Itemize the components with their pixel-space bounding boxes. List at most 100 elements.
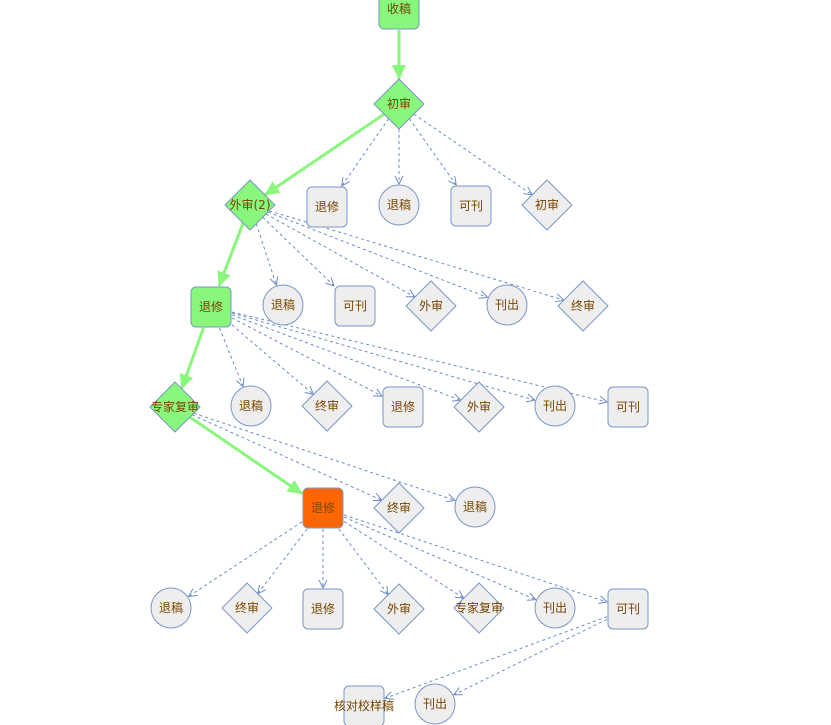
node-circle-normal[interactable]: 退稿 — [454, 486, 496, 528]
node-shape — [382, 386, 424, 428]
node-label: 可刊 — [343, 299, 367, 313]
node-rect-normal[interactable]: 核对校样稿 — [334, 685, 394, 725]
node-label: 专家复审 — [455, 600, 503, 615]
node-shape — [450, 185, 492, 227]
node-circle-normal[interactable]: 刊出 — [534, 385, 576, 427]
node-diamond-normal[interactable]: 终审 — [373, 482, 425, 534]
edge-n1-n5 — [408, 118, 456, 185]
node-shape — [405, 280, 457, 332]
node-shape — [302, 588, 344, 630]
edge-n7-n13 — [179, 327, 205, 390]
node-diamond-normal[interactable]: 终审 — [221, 582, 273, 634]
node-diamond-normal[interactable]: 终审 — [301, 380, 353, 432]
edge-n2-n7 — [217, 222, 245, 287]
node-circle-normal[interactable]: 刊出 — [414, 683, 456, 725]
node-rect-current[interactable]: 退修 — [302, 487, 344, 529]
node-label: 刊出 — [543, 601, 567, 615]
node-circle-normal[interactable]: 退稿 — [150, 587, 192, 629]
node-rect-normal[interactable]: 退修 — [382, 386, 424, 428]
node-rect-normal[interactable]: 退修 — [306, 186, 348, 228]
node-rect-normal[interactable]: 退修 — [302, 588, 344, 630]
edge-n7-n17 — [231, 314, 461, 400]
node-label: 退修 — [311, 500, 335, 515]
node-rect-normal[interactable]: 可刊 — [450, 185, 492, 227]
node-shape — [306, 186, 348, 228]
node-diamond-normal[interactable]: 专家复审 — [453, 582, 505, 634]
node-shape — [221, 582, 273, 634]
node-label: 可刊 — [459, 199, 483, 213]
node-circle-normal[interactable]: 退稿 — [378, 184, 420, 226]
node-shape — [373, 482, 425, 534]
node-shape — [557, 280, 609, 332]
node-rect-normal[interactable]: 可刊 — [607, 386, 649, 428]
node-diamond-normal[interactable]: 外审 — [405, 280, 457, 332]
node-label: 可刊 — [616, 602, 640, 616]
node-circle-normal[interactable]: 退稿 — [262, 284, 304, 326]
node-diamond-visited[interactable]: 初审 — [373, 78, 425, 130]
node-label: 专家复审 — [151, 399, 199, 414]
node-rect-visited[interactable]: 收稿 — [378, 0, 420, 30]
node-shape — [453, 381, 505, 433]
edge-n13-n20 — [189, 415, 303, 495]
node-circle-normal[interactable]: 刊出 — [534, 587, 576, 629]
node-shape — [453, 582, 505, 634]
edge-n1-n6 — [413, 113, 532, 195]
node-diamond-visited[interactable]: 专家复审 — [149, 381, 201, 433]
edges-layer — [179, 30, 608, 699]
node-label: 外审 — [419, 298, 443, 313]
node-rect-normal[interactable]: 可刊 — [607, 588, 649, 630]
node-shape — [373, 78, 425, 130]
node-label: 收稿 — [387, 1, 411, 16]
node-diamond-normal[interactable]: 外审 — [453, 381, 505, 433]
node-shape — [343, 685, 385, 725]
node-label: 外审(2) — [230, 197, 271, 212]
node-shape — [414, 683, 456, 725]
node-diamond-normal[interactable]: 外审 — [373, 583, 425, 635]
edge-n29-n30 — [385, 616, 608, 699]
node-diamond-normal[interactable]: 终审 — [557, 280, 609, 332]
edge-n13-n22 — [193, 412, 455, 500]
edge-n20-n26 — [338, 528, 388, 595]
node-shape — [521, 179, 573, 231]
node-label: 可刊 — [616, 400, 640, 414]
edge-n1-n3 — [342, 118, 390, 186]
node-shape — [454, 486, 496, 528]
node-label: 终审 — [315, 398, 339, 413]
edge-n7-n19 — [231, 311, 607, 402]
node-shape — [230, 385, 272, 427]
node-shape — [224, 179, 276, 231]
node-label: 退修 — [199, 299, 223, 314]
node-circle-normal[interactable]: 退稿 — [230, 385, 272, 427]
node-diamond-visited[interactable]: 外审(2) — [224, 179, 276, 231]
node-rect-normal[interactable]: 可刊 — [334, 285, 376, 327]
node-label: 退稿 — [159, 600, 183, 615]
node-label: 刊出 — [495, 298, 519, 312]
node-label: 退修 — [391, 399, 415, 414]
node-label: 初审 — [535, 197, 559, 212]
node-label: 外审 — [467, 399, 491, 414]
edge-n20-n23 — [189, 521, 303, 597]
node-label: 外审 — [387, 601, 411, 616]
node-shape — [378, 0, 420, 30]
edge-n7-n16 — [231, 317, 382, 396]
node-shape — [607, 588, 649, 630]
node-shape — [302, 487, 344, 529]
node-shape — [334, 285, 376, 327]
node-diamond-normal[interactable]: 初审 — [521, 179, 573, 231]
node-label: 核对校样稿 — [334, 698, 394, 713]
node-label: 退稿 — [271, 297, 295, 312]
nodes-layer: 收稿初审外审(2)退修退稿可刊初审退修退稿可刊外审刊出终审专家复审退稿终审退修外… — [149, 0, 649, 725]
node-shape — [534, 385, 576, 427]
node-shape — [149, 381, 201, 433]
edge-n7-n14 — [219, 327, 243, 387]
node-label: 终审 — [571, 298, 595, 313]
node-rect-visited[interactable]: 退修 — [190, 286, 232, 328]
node-label: 退修 — [315, 199, 339, 214]
node-label: 退稿 — [463, 499, 487, 514]
edge-n2-n10 — [265, 213, 415, 297]
edge-n13-n21 — [192, 414, 382, 500]
edge-n7-n15 — [231, 324, 314, 395]
node-label: 退稿 — [239, 398, 263, 413]
node-circle-normal[interactable]: 刊出 — [486, 284, 528, 326]
node-shape — [607, 386, 649, 428]
